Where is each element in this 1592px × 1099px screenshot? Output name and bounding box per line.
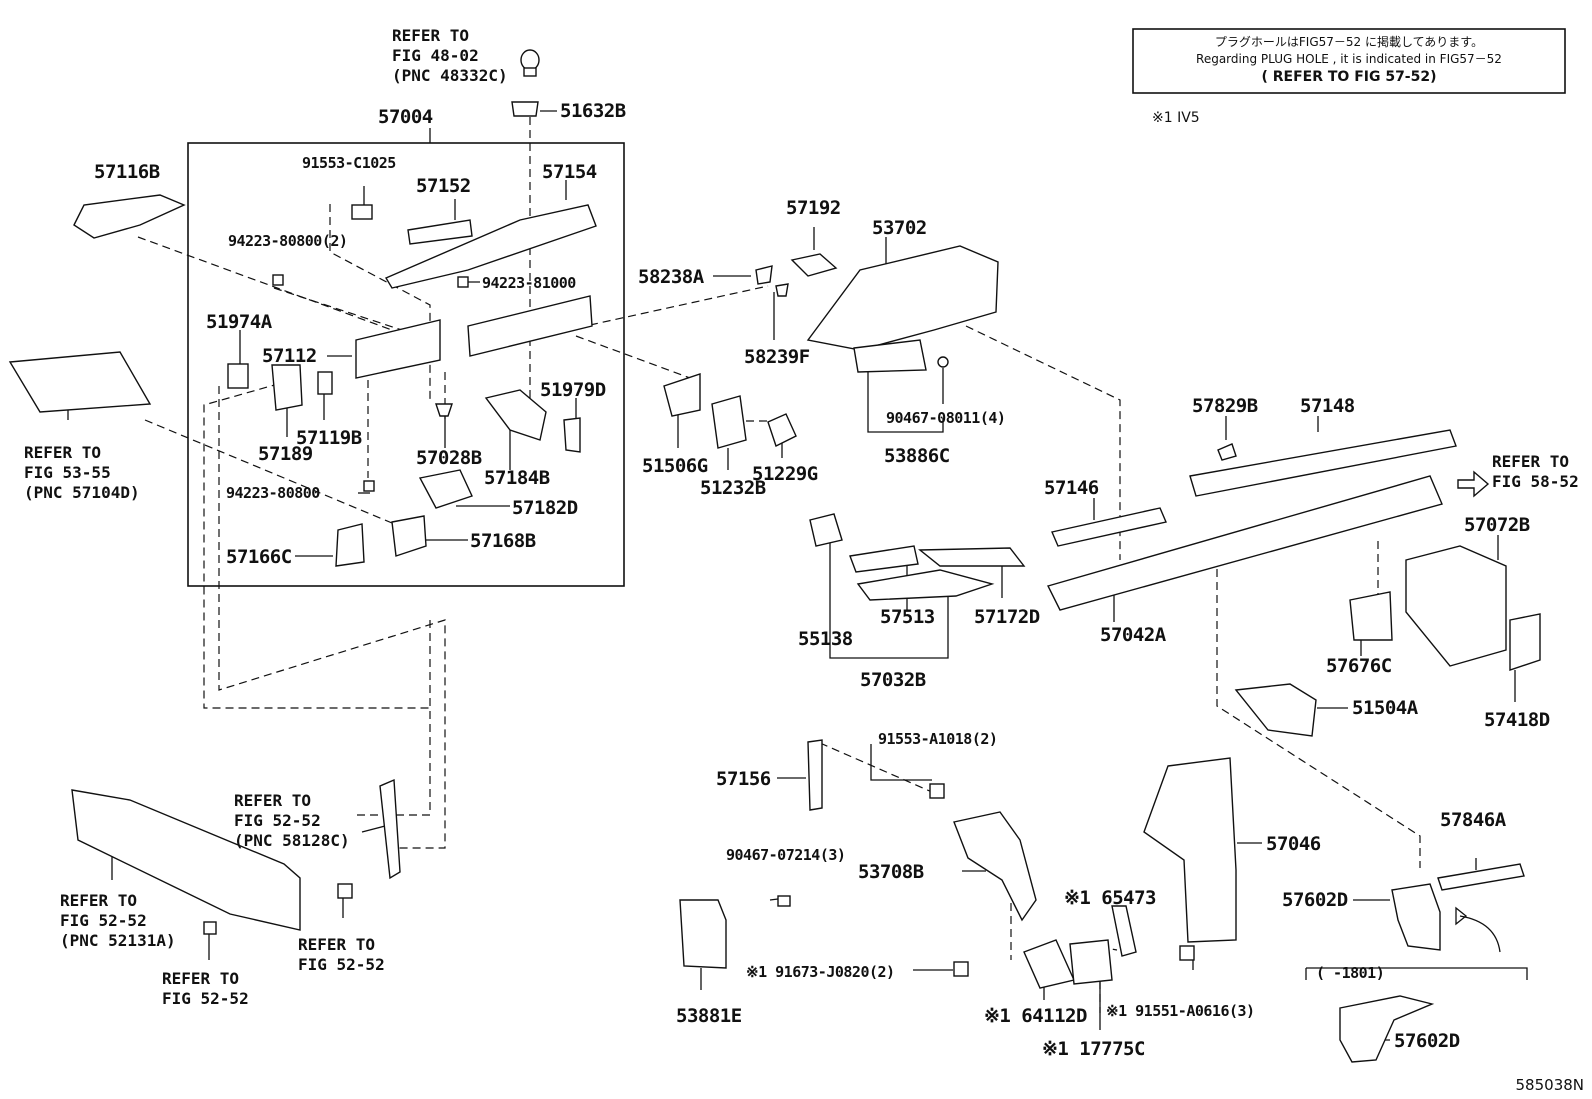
label-51232B[interactable]: 51232B bbox=[700, 477, 766, 499]
label-57166C[interactable]: 57166C bbox=[226, 546, 292, 568]
label-57154[interactable]: 57154 bbox=[542, 161, 597, 183]
note-box bbox=[1132, 28, 1566, 94]
label-90467-07214-3[interactable]: 90467-07214(3) bbox=[726, 846, 846, 864]
note-en: Regarding PLUG HOLE , it is indicated in… bbox=[1196, 52, 1502, 66]
ref-52-52-a-line2: FIG 52-52 bbox=[298, 955, 385, 974]
label-58239F[interactable]: 58239F bbox=[744, 346, 810, 368]
label-165473[interactable]: ※1 65473 bbox=[1064, 887, 1157, 909]
label-94223-81000[interactable]: 94223-81000 bbox=[482, 274, 577, 292]
label-164112D[interactable]: ※1 64112D bbox=[984, 1005, 1087, 1027]
label-57189[interactable]: 57189 bbox=[258, 443, 313, 465]
label-51229G[interactable]: 51229G bbox=[752, 463, 818, 485]
part-shapes bbox=[8, 49, 1541, 1063]
label-57046[interactable]: 57046 bbox=[1266, 833, 1321, 855]
ref-52-52-b-line1: REFER TO bbox=[162, 969, 239, 988]
label-53886C[interactable]: 53886C bbox=[884, 445, 950, 467]
label-57184B[interactable]: 57184B bbox=[484, 467, 550, 489]
ref-52-52-52131a-line2: FIG 52-52 bbox=[60, 911, 147, 930]
ref-53-55-line2: FIG 53-55 bbox=[24, 463, 111, 482]
label-94223-80800[interactable]: 94223-80800 bbox=[226, 484, 321, 502]
label-53702[interactable]: 53702 bbox=[872, 217, 927, 239]
label-57119B[interactable]: 57119B bbox=[296, 427, 362, 449]
label-51979D[interactable]: 51979D bbox=[540, 379, 606, 401]
label-57042A[interactable]: 57042A bbox=[1100, 624, 1167, 646]
ref-53-55-line1: REFER TO bbox=[24, 443, 101, 462]
ref-48-02-line3: (PNC 48332C) bbox=[392, 66, 508, 85]
label-58238A[interactable]: 58238A bbox=[638, 266, 705, 288]
label-94223-80800-2[interactable]: 94223-80800(2) bbox=[228, 232, 348, 250]
reference-labels: REFER TO FIG 48-02 (PNC 48332C) REFER TO… bbox=[24, 26, 1584, 1094]
label-57028B[interactable]: 57028B bbox=[416, 447, 482, 469]
label-51632B[interactable]: 51632B bbox=[560, 100, 626, 122]
label-57146[interactable]: 57146 bbox=[1044, 477, 1099, 499]
diagram-id: 585038N bbox=[1516, 1076, 1584, 1094]
label-55138[interactable]: 55138 bbox=[798, 628, 853, 650]
ref-52-52-58128c-line3: (PNC 58128C) bbox=[234, 831, 350, 850]
label-57156[interactable]: 57156 bbox=[716, 768, 771, 790]
note-footnote: ※1 IV5 bbox=[1152, 110, 1200, 126]
label-53881E[interactable]: 53881E bbox=[676, 1005, 742, 1027]
label-57846A[interactable]: 57846A bbox=[1440, 809, 1507, 831]
note-jp: プラグホールはFIG57－52 に掲載してあります。 bbox=[1215, 34, 1483, 49]
ref-58-52-line1: REFER TO bbox=[1492, 452, 1569, 471]
label-57072B[interactable]: 57072B bbox=[1464, 514, 1530, 536]
label-57418D[interactable]: 57418D bbox=[1484, 709, 1550, 731]
label-90467-08011-4[interactable]: 90467-08011(4) bbox=[886, 409, 1006, 427]
ref-52-52-52131a-line1: REFER TO bbox=[60, 891, 137, 910]
label-57513[interactable]: 57513 bbox=[880, 606, 935, 628]
ref-53-55-line3: (PNC 57104D) bbox=[24, 483, 140, 502]
label-57676C[interactable]: 57676C bbox=[1326, 655, 1392, 677]
part-labels[interactable]: 57004 57116B 91553-C1025 57152 57154 516… bbox=[94, 100, 1550, 1060]
label-57112[interactable]: 57112 bbox=[262, 345, 317, 367]
label-91553-C1025[interactable]: 91553-C1025 bbox=[302, 154, 397, 172]
ref-58-52-line2: FIG 58-52 bbox=[1492, 472, 1579, 491]
label-51506G[interactable]: 51506G bbox=[642, 455, 708, 477]
label-51974A[interactable]: 51974A bbox=[206, 311, 273, 333]
label-191551-A0616-3[interactable]: ※1 91551-A0616(3) bbox=[1106, 1002, 1255, 1020]
note-refer: ( REFER TO FIG 57-52) bbox=[1261, 69, 1436, 85]
label-57004[interactable]: 57004 bbox=[378, 106, 433, 128]
label-117775C[interactable]: ※1 17775C bbox=[1042, 1038, 1145, 1060]
range-label: ( -1801) bbox=[1316, 964, 1384, 982]
ref-48-02-line2: FIG 48-02 bbox=[392, 46, 479, 65]
label-191673-J0820-2[interactable]: ※1 91673-J0820(2) bbox=[746, 963, 895, 981]
label-91553-A1018-2[interactable]: 91553-A1018(2) bbox=[878, 730, 998, 748]
ref-52-52-52131a-line3: (PNC 52131A) bbox=[60, 931, 176, 950]
label-51504A[interactable]: 51504A bbox=[1352, 697, 1419, 719]
ref-52-52-b-line2: FIG 52-52 bbox=[162, 989, 249, 1008]
ref-48-02-line1: REFER TO bbox=[392, 26, 469, 45]
label-57148[interactable]: 57148 bbox=[1300, 395, 1355, 417]
label-57829B[interactable]: 57829B bbox=[1192, 395, 1258, 417]
label-57168B[interactable]: 57168B bbox=[470, 530, 536, 552]
label-57172D[interactable]: 57172D bbox=[974, 606, 1040, 628]
ref-52-52-58128c-line1: REFER TO bbox=[234, 791, 311, 810]
ref-52-52-a-line1: REFER TO bbox=[298, 935, 375, 954]
label-57116B[interactable]: 57116B bbox=[94, 161, 160, 183]
label-57192[interactable]: 57192 bbox=[786, 197, 841, 219]
group-box-57004 bbox=[187, 142, 625, 587]
label-57602D-lower[interactable]: 57602D bbox=[1394, 1030, 1460, 1052]
label-57152[interactable]: 57152 bbox=[416, 175, 471, 197]
label-57032B[interactable]: 57032B bbox=[860, 669, 926, 691]
label-57182D[interactable]: 57182D bbox=[512, 497, 578, 519]
label-57602D-upper[interactable]: 57602D bbox=[1282, 889, 1348, 911]
label-53708B[interactable]: 53708B bbox=[858, 861, 924, 883]
ref-52-52-58128c-line2: FIG 52-52 bbox=[234, 811, 321, 830]
